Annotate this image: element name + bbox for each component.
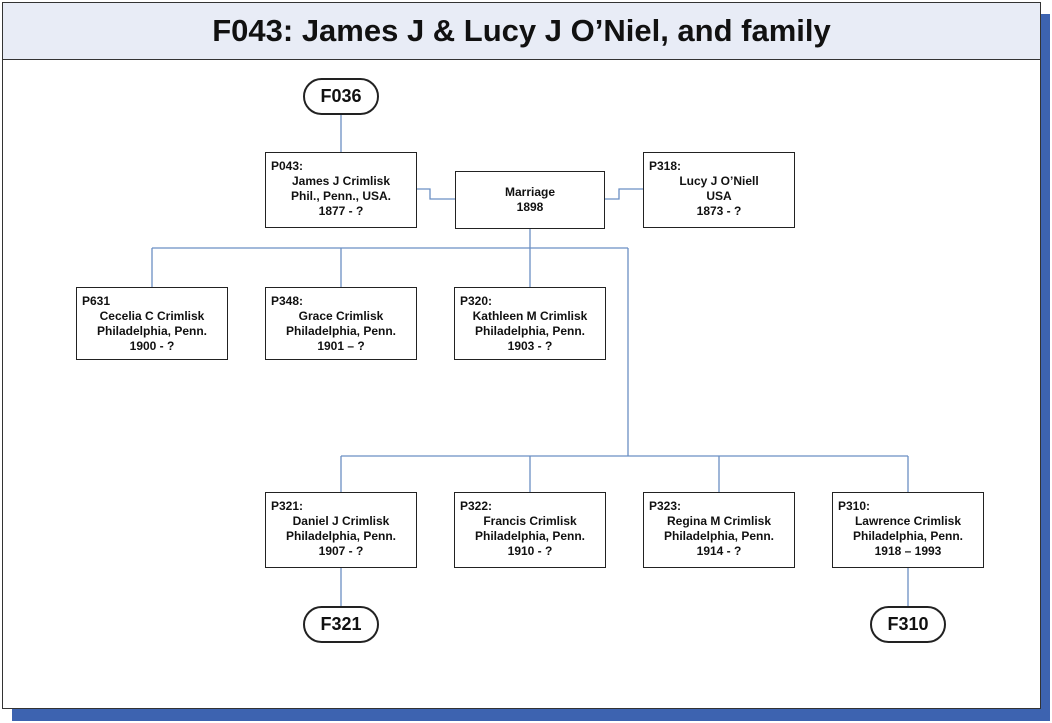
person-dates: 1900 - ? <box>129 339 175 353</box>
person-place: Philadelphia, Penn. <box>474 324 586 338</box>
person-box-p631[interactable]: P631 Cecelia C Crimlisk Philadelphia, Pe… <box>76 287 228 360</box>
connector-mother-marriage <box>605 188 643 200</box>
person-name: Regina M Crimlisk <box>666 514 772 528</box>
person-id: P320: <box>460 294 493 308</box>
person-dates: 1918 – 1993 <box>874 544 942 558</box>
marriage-label: Marriage <box>504 185 556 199</box>
marriage-year: 1898 <box>516 200 544 214</box>
person-name: Kathleen M Crimlisk <box>472 309 588 323</box>
person-name: Grace Crimlisk <box>298 309 384 323</box>
person-place: Philadelphia, Penn. <box>852 529 964 543</box>
person-id: P631 <box>82 294 111 308</box>
family-link-f321[interactable]: F321 <box>303 606 379 643</box>
marriage-box[interactable]: Marriage 1898 <box>455 171 605 229</box>
diagram-title: F043: James J & Lucy J O’Niel, and famil… <box>212 13 831 48</box>
person-box-p321[interactable]: P321: Daniel J Crimlisk Philadelphia, Pe… <box>265 492 417 568</box>
person-box-p322[interactable]: P322: Francis Crimlisk Philadelphia, Pen… <box>454 492 606 568</box>
person-id: P318: <box>649 159 682 173</box>
connector-father-marriage <box>417 188 455 200</box>
person-box-p320[interactable]: P320: Kathleen M Crimlisk Philadelphia, … <box>454 287 606 360</box>
person-box-p310[interactable]: P310: Lawrence Crimlisk Philadelphia, Pe… <box>832 492 984 568</box>
person-name: Daniel J Crimlisk <box>292 514 390 528</box>
person-place: Philadelphia, Penn. <box>663 529 775 543</box>
person-dates: 1901 – ? <box>317 339 365 353</box>
person-id: P348: <box>271 294 304 308</box>
person-name: Cecelia C Crimlisk <box>99 309 205 323</box>
person-box-father[interactable]: P043: James J Crimlisk Phil., Penn., USA… <box>265 152 417 228</box>
person-id: P043: <box>271 159 304 173</box>
person-place: Philadelphia, Penn. <box>474 529 586 543</box>
title-bar: F043: James J & Lucy J O’Niel, and famil… <box>3 3 1040 60</box>
person-id: P310: <box>838 499 871 513</box>
person-name: Francis Crimlisk <box>483 514 577 528</box>
person-place: Phil., Penn., USA. <box>290 189 391 203</box>
family-link-f036[interactable]: F036 <box>303 78 379 115</box>
person-name: Lucy J O’Niell <box>679 174 759 188</box>
person-id: P321: <box>271 499 304 513</box>
person-place: Philadelphia, Penn. <box>285 529 397 543</box>
person-dates: 1873 - ? <box>696 204 742 218</box>
person-dates: 1914 - ? <box>696 544 742 558</box>
person-name: James J Crimlisk <box>291 174 391 188</box>
person-name: Lawrence Crimlisk <box>854 514 962 528</box>
person-dates: 1910 - ? <box>507 544 553 558</box>
family-link-f310[interactable]: F310 <box>870 606 946 643</box>
person-id: P323: <box>649 499 682 513</box>
person-place: USA <box>706 189 732 203</box>
person-box-p323[interactable]: P323: Regina M Crimlisk Philadelphia, Pe… <box>643 492 795 568</box>
person-dates: 1877 - ? <box>318 204 364 218</box>
person-dates: 1907 - ? <box>318 544 364 558</box>
person-place: Philadelphia, Penn. <box>285 324 397 338</box>
person-dates: 1903 - ? <box>507 339 553 353</box>
person-box-p348[interactable]: P348: Grace Crimlisk Philadelphia, Penn.… <box>265 287 417 360</box>
person-id: P322: <box>460 499 493 513</box>
person-place: Philadelphia, Penn. <box>96 324 208 338</box>
person-box-mother[interactable]: P318: Lucy J O’Niell USA 1873 - ? <box>643 152 795 228</box>
